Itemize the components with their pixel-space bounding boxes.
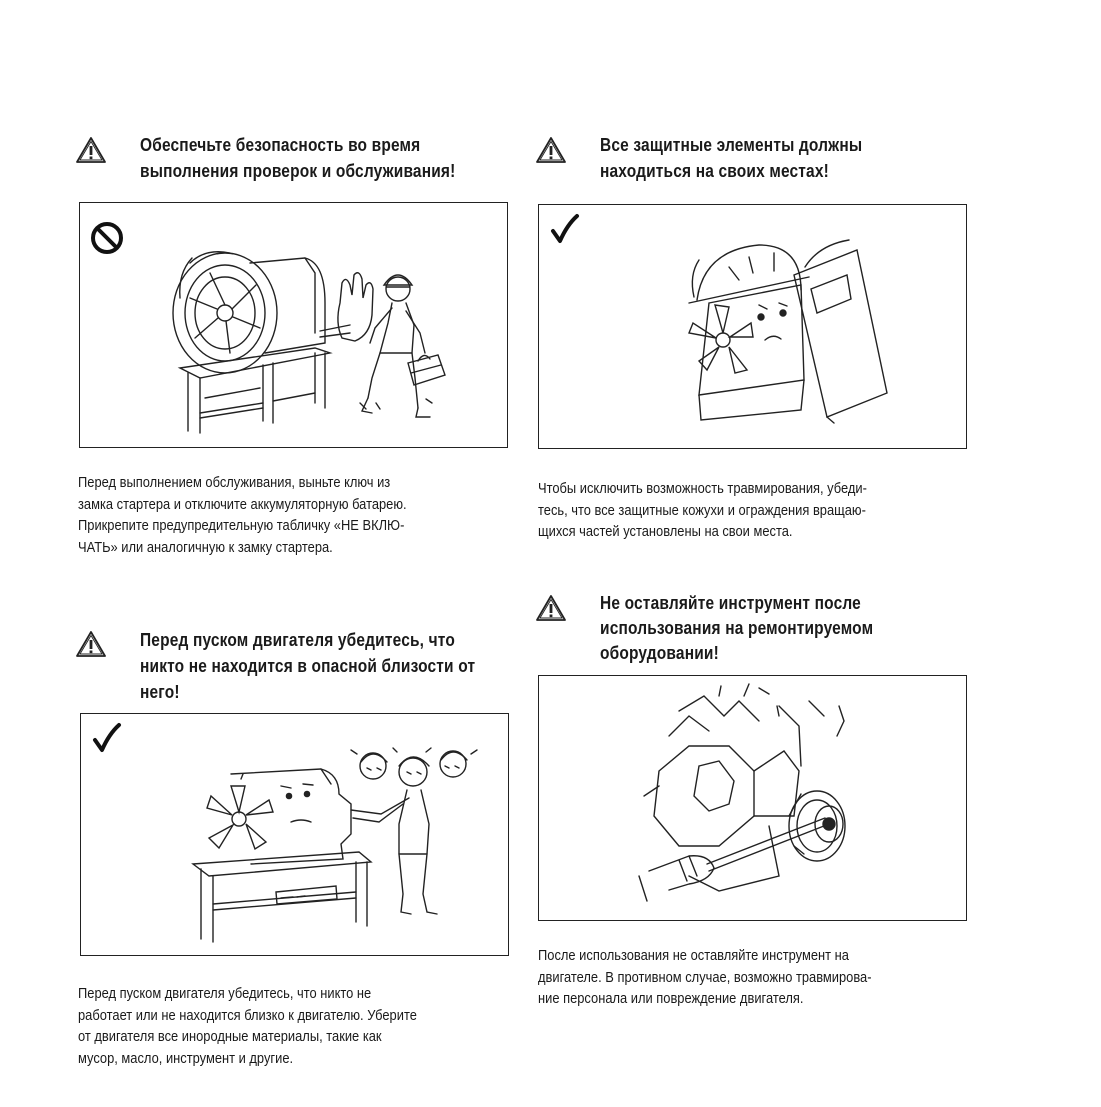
section-body: Перед пуском двигателя убедитесь, что ни… — [78, 985, 417, 1067]
checkmark-icon — [551, 214, 579, 243]
warning-triangle-icon — [75, 136, 107, 164]
illustration-frame — [538, 675, 967, 921]
illustration-frame — [79, 202, 508, 448]
section-heading: Все защитные элементы должны находиться … — [600, 135, 863, 181]
warning-triangle-icon — [535, 594, 567, 622]
maintenance-illustration — [172, 251, 446, 434]
section-body: После использования не оставляйте инстру… — [538, 947, 872, 1007]
warning-triangle-icon — [75, 630, 107, 658]
section-heading: Обеспечьте безопасность во время выполне… — [140, 135, 456, 181]
illustration-frame — [538, 204, 967, 449]
section-heading: Перед пуском двигателя убедитесь, что ни… — [140, 630, 476, 702]
section-body: Чтобы исключить возможность травмировани… — [538, 480, 867, 540]
prohibition-icon — [91, 222, 123, 254]
checkmark-icon — [93, 723, 121, 752]
engine-start-illustration — [191, 747, 478, 943]
illustration-frame — [80, 713, 509, 956]
section-body: Перед выполнением обслуживания, выньте к… — [78, 474, 407, 556]
guards-illustration — [688, 239, 888, 424]
warning-triangle-icon — [535, 136, 567, 164]
tool-on-engine-illustration — [638, 683, 846, 902]
section-heading: Не оставляйте инструмент после использов… — [600, 593, 874, 663]
